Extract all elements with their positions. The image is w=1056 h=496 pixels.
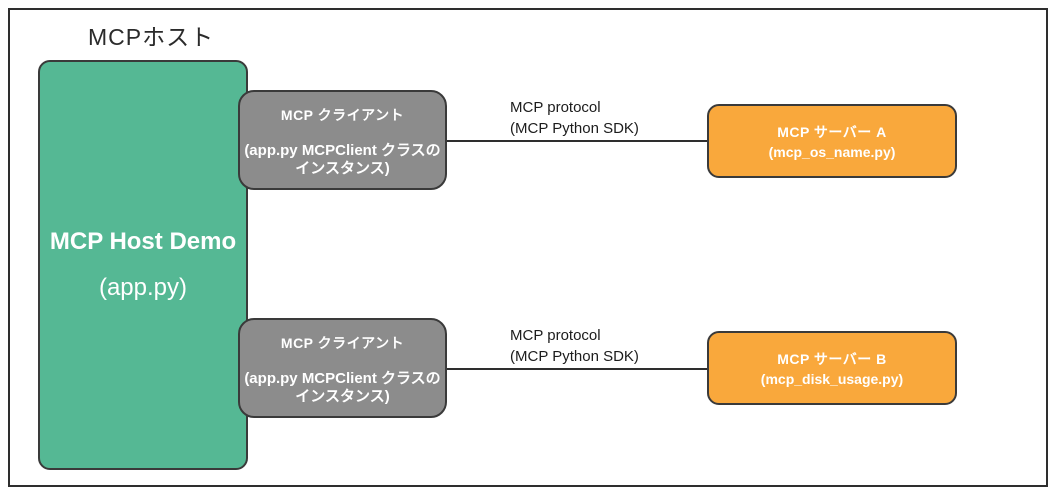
client-2-desc-line1: (app.py MCPClient クラスの <box>244 370 441 387</box>
connector-line-2 <box>447 368 707 370</box>
connection-1-sdk: (MCP Python SDK) <box>510 120 639 137</box>
connector-line-1 <box>447 140 707 142</box>
client-1-desc-line2: インスタンス) <box>295 160 390 177</box>
connection-2-label: MCP protocol (MCP Python SDK) <box>510 325 639 367</box>
client-2-title: MCP クライアント <box>280 335 405 351</box>
host-group-label: MCPホスト <box>88 24 215 50</box>
host-node: MCP Host Demo (app.py) <box>38 60 248 470</box>
connection-1-label: MCP protocol (MCP Python SDK) <box>510 97 639 139</box>
client-1-description: (app.py MCPClient クラスの インスタンス) <box>244 142 440 178</box>
client-node-2: MCP クライアント (app.py MCPClient クラスの インスタンス… <box>238 318 447 418</box>
client-1-desc-line1: (app.py MCPClient クラスの <box>244 142 441 159</box>
client-2-desc-line2: インスタンス) <box>295 388 390 405</box>
client-1-title: MCP クライアント <box>280 107 405 123</box>
connection-2-protocol: MCP protocol <box>510 327 601 344</box>
connection-2-sdk: (MCP Python SDK) <box>510 348 639 365</box>
server-a-title: MCP サーバー A <box>777 124 887 140</box>
server-b-subtitle: (mcp_disk_usage.py) <box>760 371 904 387</box>
connection-1-protocol: MCP protocol <box>510 99 601 116</box>
server-node-a: MCP サーバー A (mcp_os_name.py) <box>707 104 957 178</box>
server-b-title: MCP サーバー B <box>777 351 887 367</box>
server-node-b: MCP サーバー B (mcp_disk_usage.py) <box>707 331 957 405</box>
host-subtitle: (app.py) <box>98 274 188 301</box>
host-title: MCP Host Demo <box>49 228 237 255</box>
client-2-description: (app.py MCPClient クラスの インスタンス) <box>244 370 440 406</box>
server-a-subtitle: (mcp_os_name.py) <box>768 144 896 160</box>
client-node-1: MCP クライアント (app.py MCPClient クラスの インスタンス… <box>238 90 447 190</box>
